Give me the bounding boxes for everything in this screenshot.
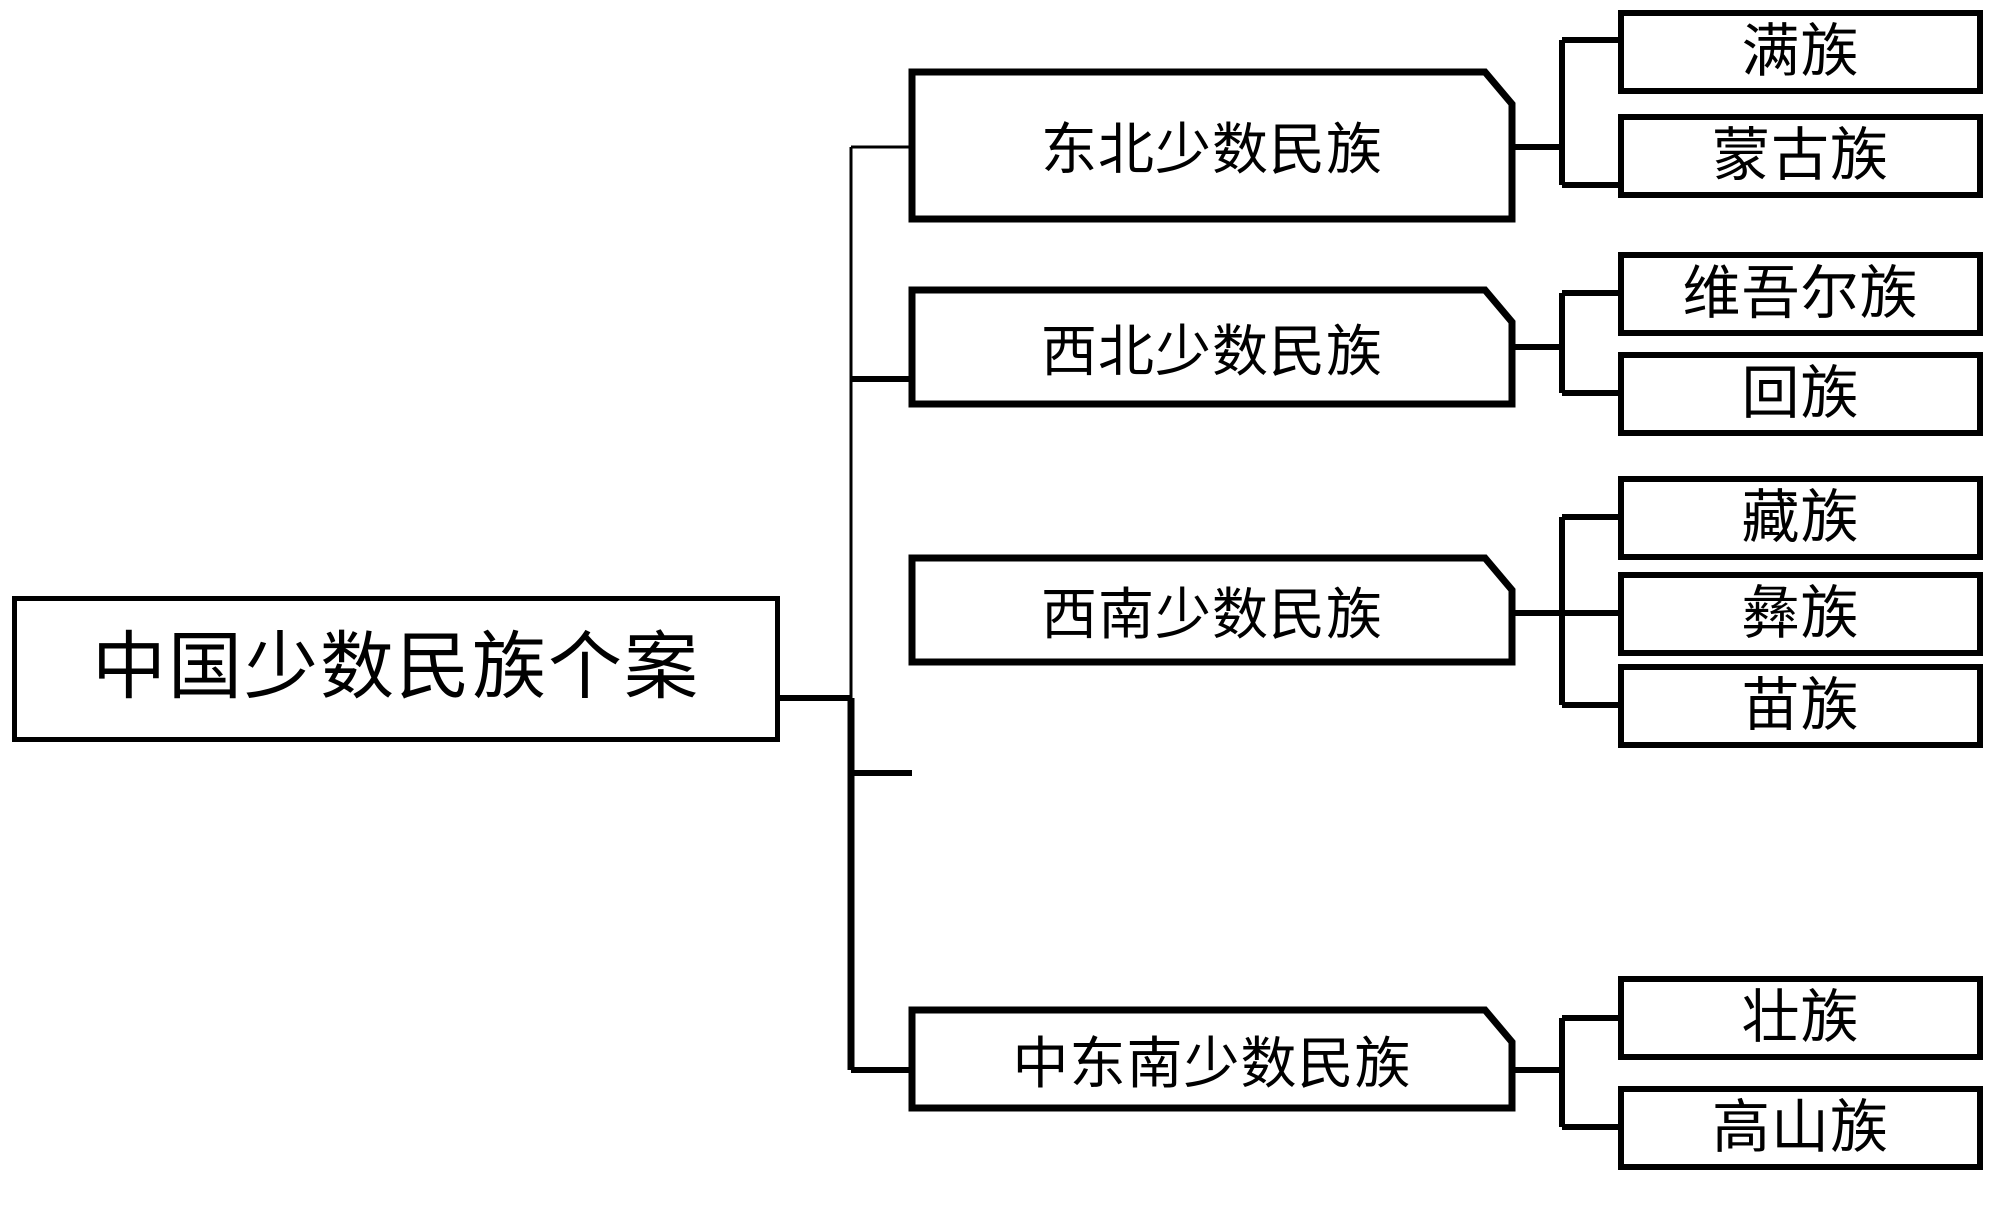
branch-node-1-label: 东北少数民族 — [1041, 120, 1383, 182]
branch-node-1[interactable]: 东北少数民族 — [912, 72, 1512, 219]
branch-node-3-label: 西南少数民族 — [1041, 584, 1383, 647]
leaf-node-1-2[interactable]: 蒙古族 — [1618, 114, 1983, 198]
leaf-node-4-2[interactable]: 高山族 — [1618, 1086, 1983, 1170]
root-node-label: 中国少数民族个案 — [92, 627, 700, 710]
branch-node-2-label: 西北少数民族 — [1041, 321, 1383, 384]
leaf-node-1-1[interactable]: 满族 — [1618, 10, 1983, 94]
leaf-node-4-1-label: 壮族 — [1741, 984, 1860, 1050]
leaf-node-3-1-label: 藏族 — [1741, 484, 1860, 550]
leaf-node-2-1[interactable]: 维吾尔族 — [1618, 252, 1983, 336]
leaf-node-3-1[interactable]: 藏族 — [1618, 476, 1983, 560]
leaf-node-1-2-label: 蒙古族 — [1711, 122, 1889, 188]
leaf-node-3-3[interactable]: 苗族 — [1618, 664, 1983, 748]
branch-node-2[interactable]: 西北少数民族 — [912, 290, 1512, 404]
leaf-node-4-1[interactable]: 壮族 — [1618, 976, 1983, 1060]
leaf-node-3-2[interactable]: 彝族 — [1618, 572, 1983, 656]
leaf-node-2-2[interactable]: 回族 — [1618, 352, 1983, 436]
leaf-node-3-3-label: 苗族 — [1741, 672, 1860, 738]
leaf-node-3-2-label: 彝族 — [1741, 580, 1860, 646]
leaf-node-1-1-label: 满族 — [1741, 18, 1860, 84]
branch-node-4-label: 中东南少数民族 — [1012, 1033, 1412, 1096]
branch-node-4[interactable]: 中东南少数民族 — [912, 1010, 1512, 1108]
leaf-node-2-1-label: 维吾尔族 — [1682, 260, 1919, 326]
leaf-node-2-2-label: 回族 — [1741, 360, 1860, 426]
branch-node-3[interactable]: 西南少数民族 — [912, 558, 1512, 662]
leaf-node-4-2-label: 高山族 — [1711, 1094, 1889, 1160]
root-node[interactable]: 中国少数民族个案 — [12, 596, 780, 742]
